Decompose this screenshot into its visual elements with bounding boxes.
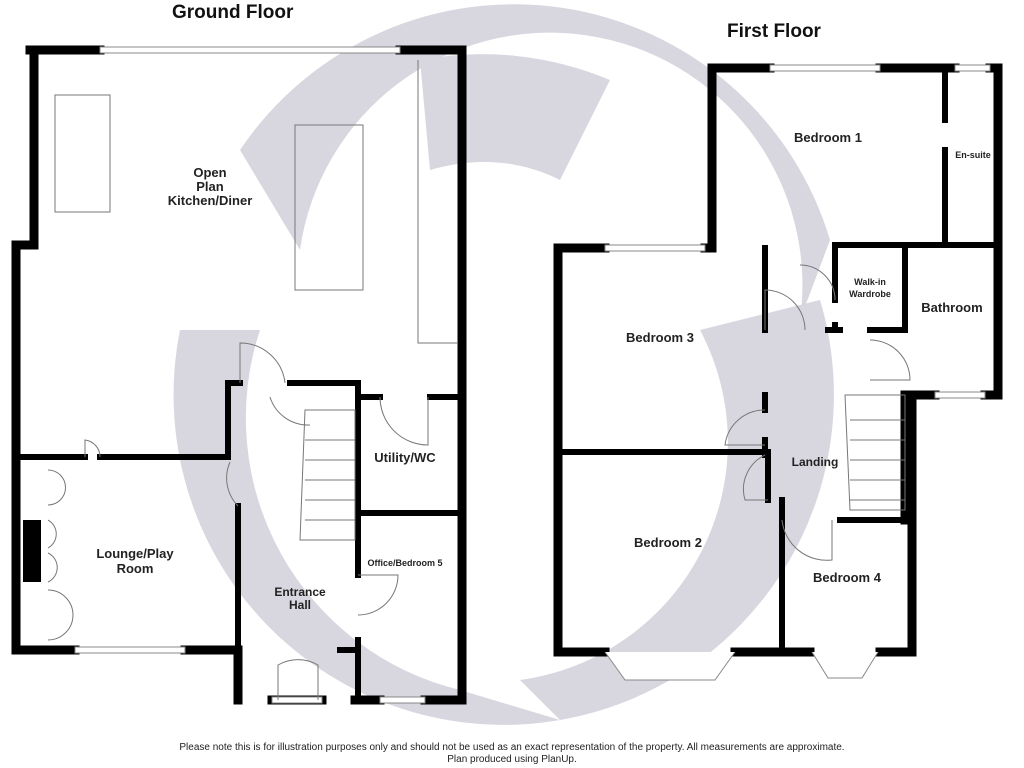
bedroom2-label: Bedroom 2 (634, 535, 702, 550)
first-floor-title: First Floor (727, 21, 822, 42)
hall-label-2: Hall (289, 598, 311, 612)
utility-label: Utility/WC (374, 450, 436, 465)
kitchen-label-2: Plan (196, 179, 224, 194)
lounge-label-1: Lounge/Play (96, 546, 174, 561)
bathroom-label: Bathroom (921, 300, 982, 315)
disclaimer-text: Please note this is for illustration pur… (179, 742, 845, 753)
bedroom3-label: Bedroom 3 (626, 330, 694, 345)
walkin-label-2: Wardrobe (849, 289, 891, 299)
hall-label-1: Entrance (274, 585, 326, 599)
ground-floor-walls (11, 45, 467, 705)
landing-label: Landing (792, 455, 839, 469)
ground-floor-title: Ground Floor (172, 2, 294, 23)
bedroom4-label: Bedroom 4 (813, 570, 882, 585)
first-floor-walls (553, 63, 1003, 681)
watermark-logo (173, 4, 834, 725)
walkin-label-1: Walk-in (854, 277, 886, 287)
ground-floor-labels: Open Plan Kitchen/Diner Lounge/Play Room… (96, 165, 442, 612)
kitchen-label-3: Kitchen/Diner (168, 193, 253, 208)
ensuite-label: En-suite (955, 150, 991, 160)
office-label: Office/Bedroom 5 (367, 558, 442, 568)
planup-credit: Plan produced using PlanUp. (447, 754, 577, 765)
kitchen-label-1: Open (193, 165, 226, 180)
lounge-label-2: Room (117, 561, 154, 576)
bedroom1-label: Bedroom 1 (794, 130, 862, 145)
first-floor-labels: Bedroom 1 En-suite Walk-in Wardrobe Bath… (626, 130, 991, 585)
